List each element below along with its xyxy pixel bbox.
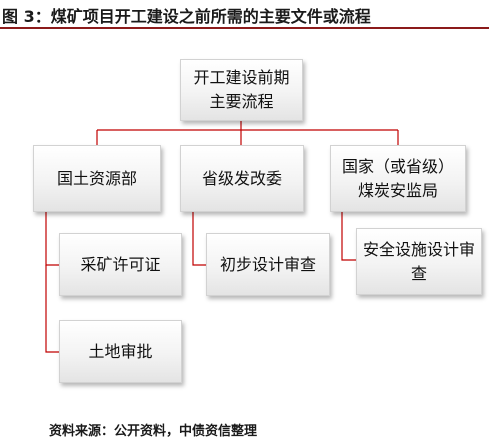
item-node-land-approval: 土地审批 — [59, 320, 182, 383]
root-label: 开工建设前期 主要流程 — [193, 68, 290, 111]
child-connector-land-approval — [45, 265, 59, 353]
dept-label: 国土资源部 — [56, 168, 137, 188]
child-connector-safety-review — [341, 212, 356, 261]
dept-label: 国家（或省级） 煤炭安监局 — [341, 156, 454, 200]
item-node-safety-facility-design-review: 安全设施设计审 查 — [356, 228, 482, 295]
child-connector-design-review — [192, 212, 206, 266]
root-node: 开工建设前期 主要流程 — [180, 59, 303, 121]
dept-node-land-resources: 国土资源部 — [33, 145, 161, 212]
dept-node-coal-safety-bureau: 国家（或省级） 煤炭安监局 — [330, 145, 466, 212]
item-node-mining-license: 采矿许可证 — [59, 233, 182, 296]
item-label: 土地审批 — [88, 341, 153, 361]
dept-node-provincial-ndrc: 省级发改委 — [180, 145, 304, 212]
item-node-preliminary-design-review: 初步设计审查 — [206, 233, 330, 296]
title-rule — [0, 27, 489, 29]
item-label: 安全设施设计审 查 — [362, 239, 475, 283]
source-note: 资料来源：公开资料，中债资信整理 — [49, 424, 258, 439]
item-label: 初步设计审查 — [219, 254, 316, 274]
child-connector-mining-license — [45, 212, 59, 266]
item-label: 采矿许可证 — [80, 254, 161, 274]
dept-label: 省级发改委 — [201, 168, 282, 188]
figure-title: 图 3：煤矿项目开工建设之前所需的主要文件或流程 — [2, 7, 371, 26]
